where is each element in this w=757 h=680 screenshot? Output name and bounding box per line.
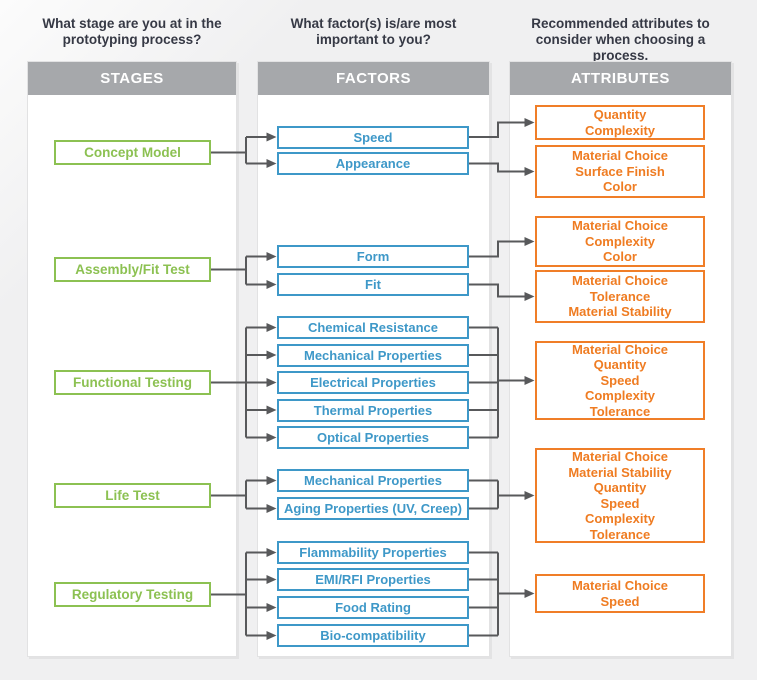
attributes-question: Recommended attributes to consider when … xyxy=(531,16,710,63)
attribute-box-concept-speed: Quantity Complexity xyxy=(535,105,705,140)
attribute-box-fit: Material Choice Tolerance Material Stabi… xyxy=(535,270,705,323)
factors-question: What factor(s) is/are most important to … xyxy=(290,16,457,47)
attribute-box-form: Material Choice Complexity Color xyxy=(535,216,705,267)
attribute-box-concept-appearance: Material Choice Surface Finish Color xyxy=(535,145,705,198)
factors-header-bar: FACTORS xyxy=(258,62,489,95)
factors-header-label: FACTORS xyxy=(336,70,411,87)
stage-trunks xyxy=(211,137,247,636)
attribute-box-life: Material Choice Material Stability Quant… xyxy=(535,448,705,543)
factor-box-electrical-properties: Electrical Properties xyxy=(277,371,469,394)
factor-box-flammability-properties: Flammability Properties xyxy=(277,541,469,564)
functional-merge xyxy=(469,326,499,439)
stage-box-assembly-fit-test: Assembly/Fit Test xyxy=(54,257,211,282)
factor-box-form: Form xyxy=(277,245,469,268)
factor-box-emi-rfi-properties: EMI/RFI Properties xyxy=(277,568,469,591)
factor-box-thermal-properties: Thermal Properties xyxy=(277,398,469,422)
factor-box-speed: Speed xyxy=(277,126,469,149)
attribute-box-functional: Material Choice Quantity Speed Complexit… xyxy=(535,341,705,420)
stages-header-bar: STAGES xyxy=(28,62,236,95)
factor-box-optical-properties: Optical Properties xyxy=(277,426,469,449)
attribute-box-regulatory: Material Choice Speed xyxy=(535,574,705,613)
stage-box-functional-testing: Functional Testing xyxy=(54,370,211,395)
factor-box-food-rating: Food Rating xyxy=(277,596,469,619)
factor-box-aging-properties: Aging Properties (UV, Creep) xyxy=(277,497,469,520)
attributes-header-label: ATTRIBUTES xyxy=(571,70,670,87)
factor-box-bio-compatibility: Bio-compatibility xyxy=(277,624,469,647)
factor-box-mechanical-properties-functional: Mechanical Properties xyxy=(277,343,469,367)
stages-header-label: STAGES xyxy=(100,70,164,87)
stage-box-concept-model: Concept Model xyxy=(54,140,211,165)
factor-box-mechanical-properties-life: Mechanical Properties xyxy=(277,469,469,492)
stages-question: What stage are you at in the prototyping… xyxy=(42,16,222,47)
factor-box-fit: Fit xyxy=(277,273,469,296)
stage-box-regulatory-testing: Regulatory Testing xyxy=(54,582,211,607)
life-merge xyxy=(469,479,499,510)
regulatory-merge xyxy=(469,551,499,637)
factor-box-appearance: Appearance xyxy=(277,152,469,175)
factor-box-chemical-resistance: Chemical Resistance xyxy=(277,316,469,339)
attributes-header-bar: ATTRIBUTES xyxy=(510,62,731,95)
stage-box-life-test: Life Test xyxy=(54,483,211,508)
